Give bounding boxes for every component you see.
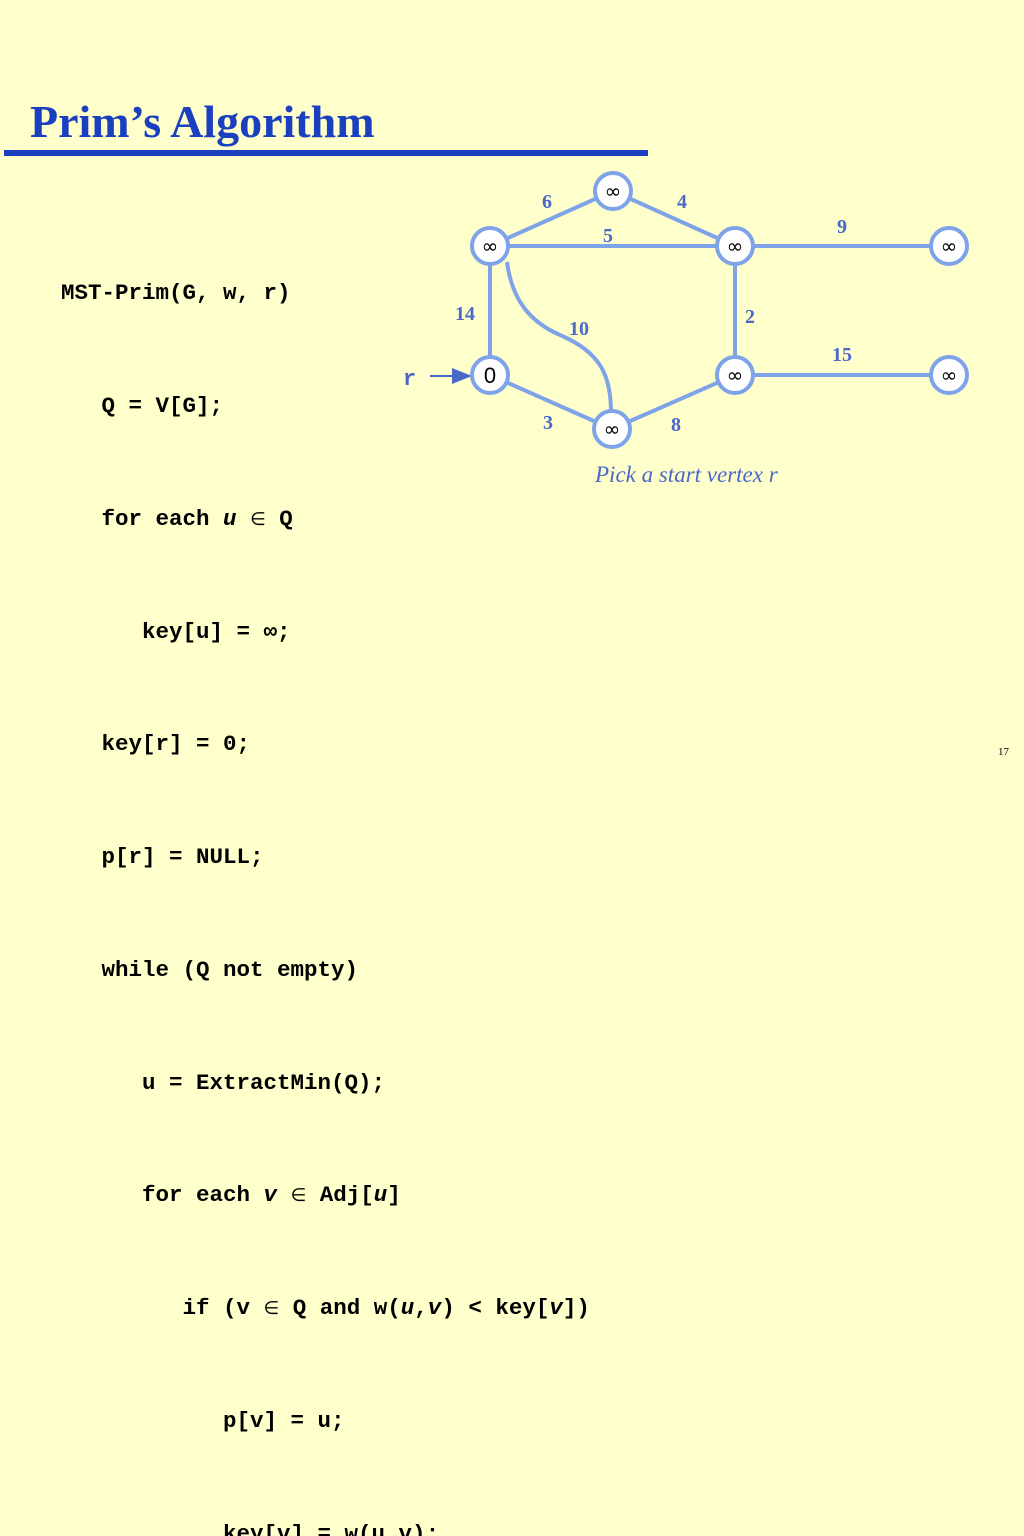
edge-top-mid-upper [612,189,736,248]
node-left-upper: ∞ [470,226,510,266]
weight-9: 9 [837,216,847,238]
node-right-lower: ∞ [929,355,969,395]
code-line-12: key[v] = w(u,v); [223,1520,440,1536]
page-number: 17 [998,746,1009,758]
graph-diagram: r 6 4 5 9 14 10 2 15 3 8 ∞ ∞ ∞ ∞ 0 ∞ ∞ ∞ [403,171,969,449]
edge-bottom-mid-lower [611,373,736,431]
code-line-11: p[v] = u; [223,1408,345,1434]
weight-2: 2 [745,306,755,328]
node-start: 0 [470,355,510,395]
node-right-lower-key: ∞ [941,363,958,387]
node-start-key: 0 [484,363,496,388]
code-line-4: key[u] = ∞; [142,618,291,645]
node-right-upper: ∞ [929,226,969,266]
code-line-3: for each u ∈ Q [101,505,293,532]
start-label: r [403,367,416,392]
code-line-9: for each v ∈ Adj[u] [142,1182,401,1209]
weight-3: 3 [543,412,553,434]
code-line-6: p[r] = NULL; [101,844,264,871]
code-line-10: if (v ∈ Q and w(u,v) < key[v]) [182,1295,590,1322]
edge-left-upper-top [489,189,614,248]
edge-start-bottom [489,373,613,431]
caption-text: Pick a start vertex r [595,462,778,487]
weight-8: 8 [671,414,681,436]
node-mid-lower: ∞ [715,355,755,395]
node-mid-upper: ∞ [715,226,755,266]
node-mid-upper-key: ∞ [727,234,744,258]
code-line-8: u = ExtractMin(Q); [142,1069,386,1096]
weight-4: 4 [677,191,687,213]
title-underline [4,150,648,156]
code-line-1: MST-Prim(G, w, r) [61,280,291,307]
weight-10: 10 [569,318,589,340]
node-mid-lower-key: ∞ [727,363,744,387]
code-line-5: key[r] = 0; [101,731,251,758]
node-right-upper-key: ∞ [941,234,958,258]
edge-left-upper-bottom [505,261,613,413]
code-line-2: Q = V[G]; [101,392,224,419]
weight-15: 15 [832,344,852,366]
node-top-key: ∞ [605,179,622,203]
weight-5: 5 [603,225,613,247]
weight-6: 6 [542,191,552,213]
node-left-upper-key: ∞ [482,234,499,258]
node-top: ∞ [593,171,633,211]
code-line-7: while (Q not empty) [101,956,359,983]
node-bottom: ∞ [592,409,632,449]
weight-14: 14 [455,303,475,325]
node-bottom-key: ∞ [604,417,621,441]
slide-title: Prim’s Algorithm [30,96,375,147]
